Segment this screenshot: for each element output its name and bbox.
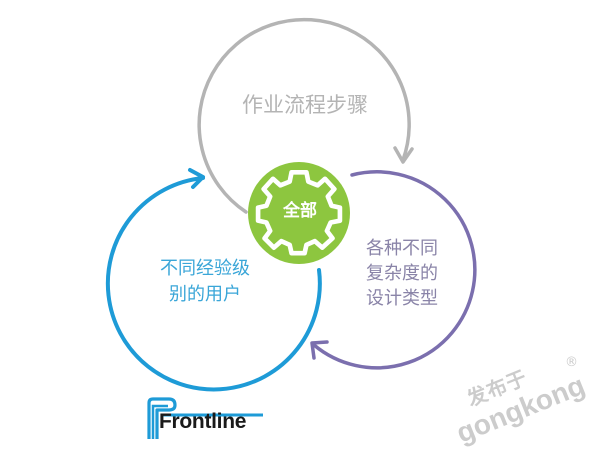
design-arrow-head: [310, 340, 329, 360]
process-arrow-head: [393, 146, 414, 164]
users-label: 不同经验级 别的用户: [140, 256, 270, 308]
frontline-logo-text: Frontline: [159, 410, 247, 433]
design-label-line1: 各种不同: [366, 238, 438, 259]
process-cycle-arc: [197, 17, 411, 214]
design-label-line3: 设计类型: [366, 288, 438, 310]
users-label-line1: 不同经验级: [160, 258, 250, 279]
design-types-label: 各种不同 复杂度的 设计类型: [352, 236, 452, 312]
users-arrow-head: [188, 168, 205, 189]
design-cycle-arc: [312, 170, 477, 370]
design-label-line2: 复杂度的: [366, 263, 438, 285]
registered-mark: ®: [565, 355, 578, 370]
process-steps-label: 作业流程步骤: [242, 93, 368, 117]
gear-icon: [248, 162, 350, 264]
center-label: 全部: [283, 201, 317, 221]
users-label-line2: 别的用户: [169, 284, 241, 306]
frontline-logo-icon: [147, 397, 263, 439]
users-cycle-arc: [105, 176, 322, 392]
